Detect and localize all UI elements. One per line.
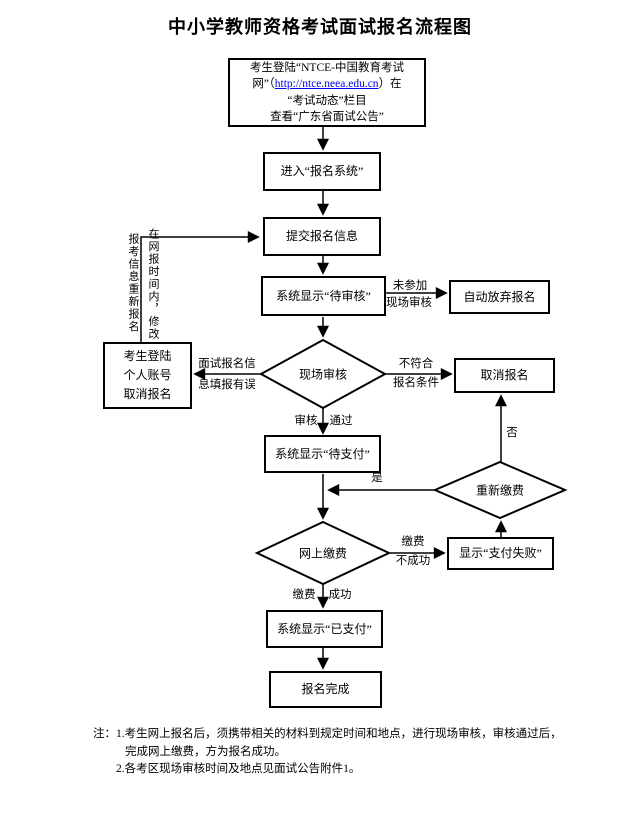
- repay-diamond-label: 重新缴费: [475, 483, 525, 498]
- pay-online-diamond-shape: [254, 520, 392, 586]
- notes-section: 注： 1.考生网上报名后，须携带相关的材料到规定时间和地点，进行现场审核，审核通…: [93, 726, 571, 779]
- decision-diamonds: [254, 338, 568, 586]
- onsite-review-diamond-label: 现场审核: [298, 367, 348, 382]
- notice-box: 考生登陆“NTCE-中国教育考试 网”（http://ntce.neea.edu…: [228, 58, 426, 127]
- notice-line-2-suffix: ）在: [378, 78, 402, 90]
- cancel-personal-line-2: 个人账号: [123, 368, 172, 382]
- label-not-qualified-line1: 不符合: [398, 358, 434, 370]
- page-title: 中小学教师资格考试面试报名流程图: [168, 17, 472, 37]
- label-pay-success-part1: 缴费: [292, 589, 316, 601]
- note-line-3: 2.各考区现场审核时间及地点见面试公告附件1。: [116, 763, 361, 775]
- enter-system-box: 进入“报名系统”: [263, 152, 381, 191]
- notice-link[interactable]: http://ntce.neea.edu.cn: [274, 78, 379, 90]
- label-pay-fail-line2: 不成功: [395, 555, 431, 567]
- cancel-personal-line-1: 考生登陆: [123, 349, 172, 363]
- cancel-box: 取消报名: [454, 358, 555, 393]
- onsite-review-diamond-shape: [258, 338, 388, 410]
- repay-diamond-shape: [432, 460, 568, 520]
- auto-abandon-box: 自动放弃报名: [449, 280, 550, 314]
- label-info-error-line1: 面试报名信: [198, 358, 256, 370]
- label-pay-success-part2: 成功: [328, 589, 352, 601]
- vertical-note-col1: 在网报时间内，修改: [147, 228, 159, 341]
- pending-review-box: 系统显示“待审核”: [261, 276, 386, 316]
- pay-online-diamond-label: 网上缴费: [298, 546, 348, 561]
- label-info-error-line2: 息填报有误: [198, 379, 256, 391]
- complete-box: 报名完成: [269, 671, 382, 708]
- notice-line-4: 查看“广东省面试公告”: [270, 111, 384, 123]
- notice-line-1: 考生登陆“NTCE-中国教育考试: [250, 61, 404, 74]
- cancel-personal-line-3: 取消报名: [123, 387, 172, 401]
- submit-info-box: 提交报名信息: [263, 217, 381, 256]
- notice-line-2: 网”（http://ntce.neea.edu.cn）在: [252, 76, 401, 93]
- label-no-onsite-line2: 现场审核: [386, 297, 432, 309]
- cancel-personal-box: 考生登陆 个人账号 取消报名: [103, 342, 192, 409]
- label-review-pass-part2: 通过: [329, 415, 353, 427]
- notice-line-3: “考试动态”栏目: [287, 94, 367, 107]
- flow-arrows: [140, 127, 507, 670]
- label-yes: 是: [371, 472, 383, 484]
- label-no: 否: [506, 427, 518, 439]
- label-no-onsite-line1: 未参加: [392, 280, 428, 292]
- note-line-2: 完成网上缴费，方为报名成功。: [125, 745, 286, 758]
- note-line-1: 1.考生网上报名后，须携带相关的材料到规定时间和地点，进行现场审核，审核通过后，: [116, 728, 562, 740]
- label-pay-fail-line1: 缴费: [401, 536, 425, 548]
- note-prefix: 注：: [93, 728, 116, 740]
- vertical-note-col2: 报考信息重新报名: [127, 233, 139, 333]
- notice-line-2-prefix: 网”（: [252, 78, 275, 90]
- pending-payment-box: 系统显示“待支付”: [264, 435, 381, 473]
- label-not-qualified-line2: 报名条件: [393, 377, 439, 389]
- label-review-pass-part1: 审核: [294, 415, 318, 427]
- payment-failed-box: 显示“支付失败”: [447, 537, 554, 570]
- paid-box: 系统显示“已支付”: [266, 610, 383, 648]
- note-body: 1.考生网上报名后，须携带相关的材料到规定时间和地点，进行现场审核，审核通过后，…: [116, 726, 562, 779]
